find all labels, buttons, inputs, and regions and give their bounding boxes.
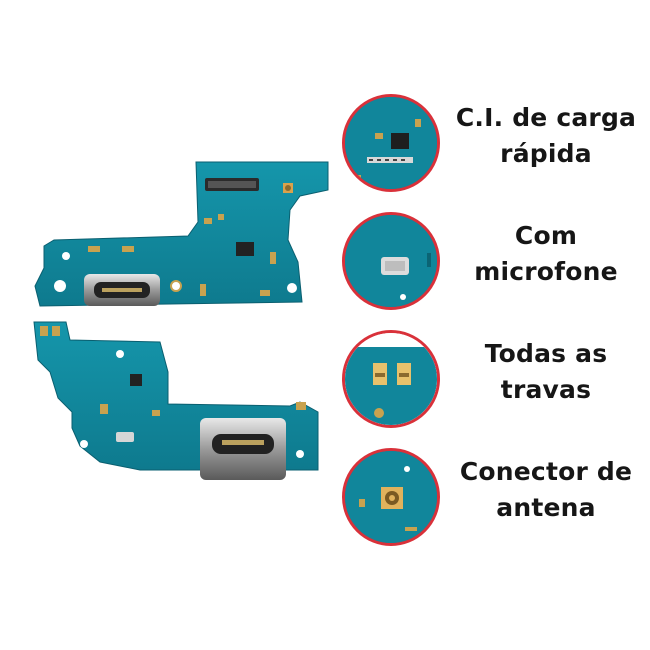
- feature-microphone: Com microfone: [342, 212, 642, 322]
- board-top: [34, 161, 329, 307]
- latches-icon: [342, 330, 440, 428]
- feature-fast-charge-ic: C.I. de carga rápida: [342, 94, 642, 204]
- feature-label: Todas as travas: [484, 339, 608, 404]
- microphone-icon: [342, 212, 440, 310]
- feature-label: Com microfone: [474, 221, 618, 286]
- charging-boards: [33, 161, 329, 480]
- feature-latches: Todas as travas: [342, 330, 642, 440]
- fast-charge-ic-icon: [342, 94, 440, 192]
- antenna-connector-icon: [342, 448, 440, 546]
- feature-label: Conector de antena: [459, 457, 633, 522]
- feature-antenna-connector: Conector de antena: [342, 448, 642, 558]
- feature-label: C.I. de carga rápida: [455, 103, 637, 168]
- board-bottom: [33, 321, 319, 480]
